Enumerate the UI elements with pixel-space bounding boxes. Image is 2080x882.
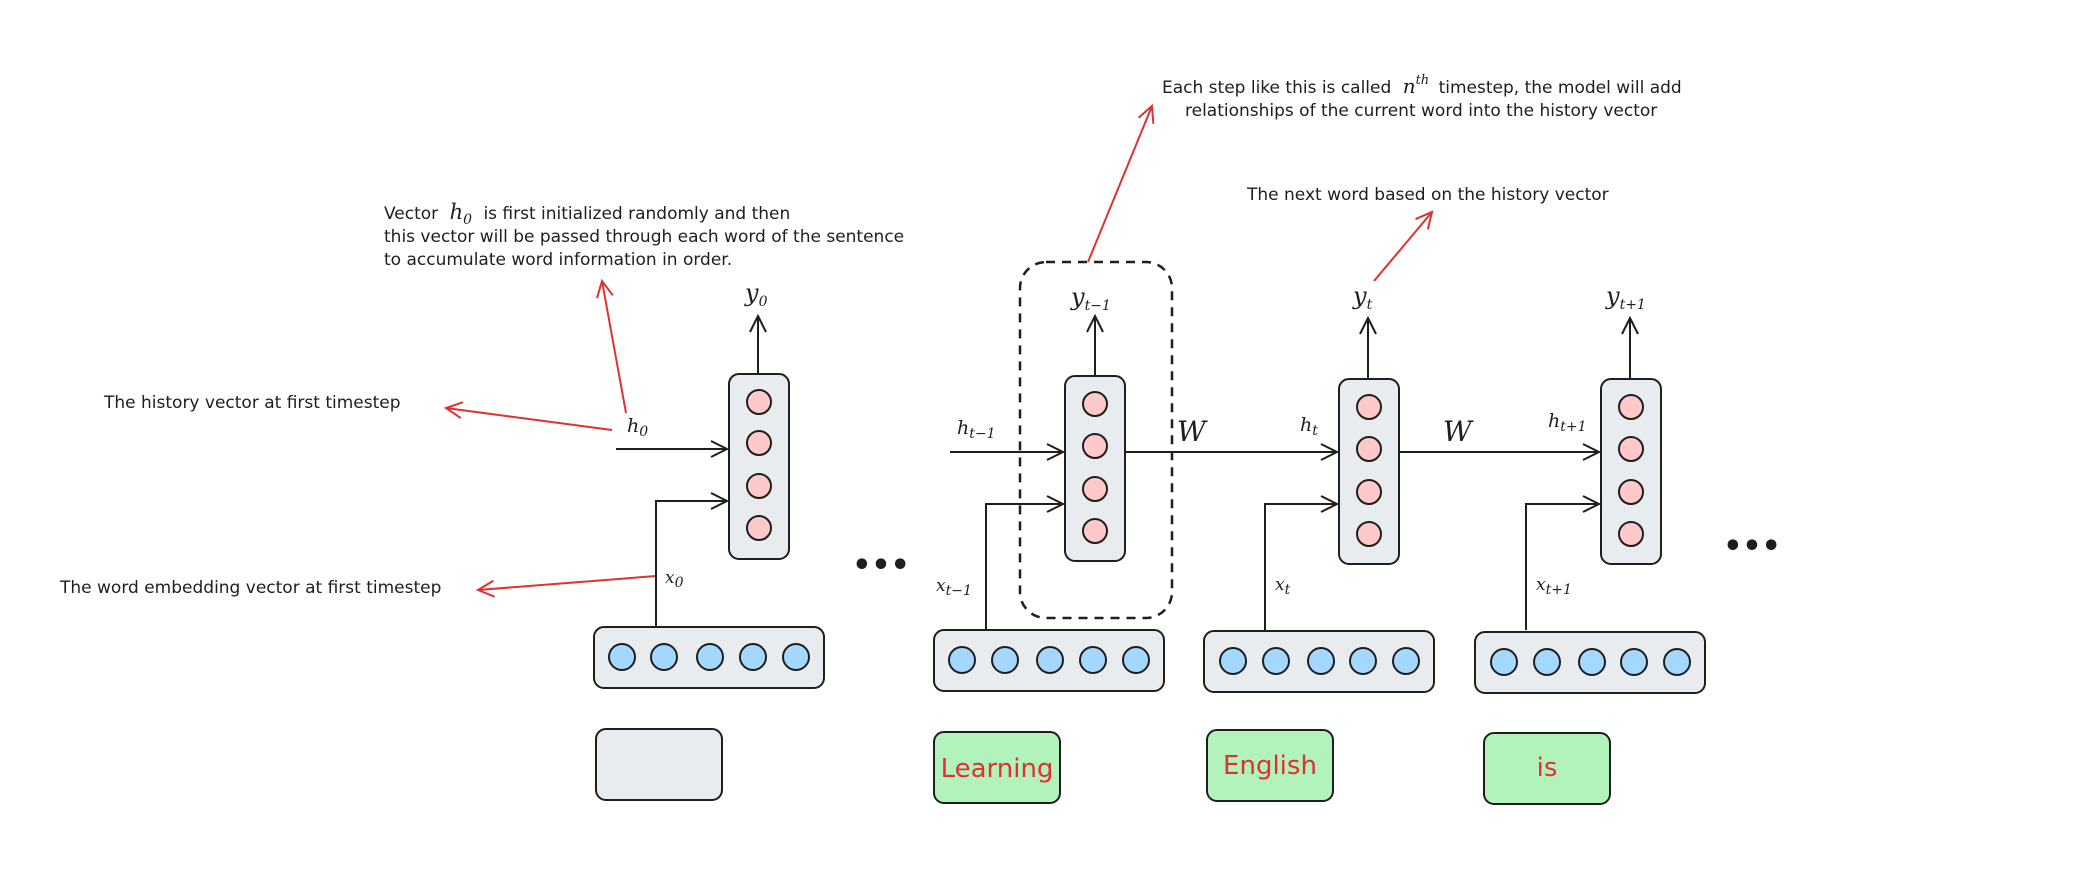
h-t-label: ht (1300, 414, 1318, 439)
y-t-minus-1-label: yt−1 (1070, 283, 1111, 314)
timestep-annotation: Each step like this is called nth timest… (1162, 69, 1682, 121)
timestep-line1-pre: Each step like this is called (1162, 78, 1391, 98)
svg-text:Each step like this is called: Each step like this is called nth timest… (1162, 69, 1682, 98)
timestep-n: n (1403, 74, 1416, 98)
word-english: English (1223, 751, 1317, 781)
ellipsis-middle: ••• (852, 548, 910, 583)
hidden-state-0 (728, 373, 790, 560)
init-line2: this vector will be passed through each … (384, 227, 904, 247)
history-arrow (446, 408, 613, 431)
annotation-arrows (446, 106, 1432, 590)
word-embedding-annotation: The word embedding vector at first times… (59, 578, 441, 598)
x-t-plus-1-label: xt+1 (1536, 575, 1572, 598)
timestep-th: th (1416, 73, 1430, 88)
ellipsis-right: ••• (1723, 529, 1781, 564)
h-t-minus-1-label: ht−1 (957, 417, 996, 442)
cell-t-minus-1: yt−1 ht−1 xt−1 Learning (933, 283, 1165, 804)
timestep-arrow (1087, 106, 1152, 263)
timestep-highlight-box (1018, 260, 1174, 620)
x-t-minus-1-label: xt−1 (936, 576, 972, 599)
y0-label: y0 (744, 279, 768, 310)
hidden-state-t-minus-1 (1064, 375, 1126, 562)
svg-text:Vector h0 is first: Vector h0 is first initialized randomly … (384, 200, 790, 229)
word-box-is (1483, 732, 1611, 805)
h0-label: h0 (627, 415, 648, 440)
word-box-learning (933, 731, 1061, 804)
hidden-state-t-plus-1 (1600, 378, 1662, 565)
x-t-plus-1-arrow (1525, 504, 1599, 630)
cell-t-plus-1: yt+1 ht+1 xt+1 is (1474, 282, 1706, 805)
init-h-sub: 0 (463, 212, 472, 228)
cell-0: y0 h0 x0 (593, 279, 825, 801)
x-t-label: xt (1275, 575, 1291, 598)
x-t-minus-1-arrow (985, 504, 1063, 630)
word-box-english (1206, 729, 1334, 802)
timestep-line1-post: timestep, the model will add (1439, 78, 1682, 98)
init-line3: to accumulate word information in order. (384, 250, 732, 270)
cell-t: yt ht xt English (1203, 282, 1435, 802)
history-vector-annotation: The history vector at first timestep (103, 393, 401, 413)
init-arrow (602, 281, 627, 414)
y-t-plus-1-label: yt+1 (1605, 282, 1646, 313)
next-word-annotation: The next word based on the history vecto… (1246, 185, 1609, 205)
embedding-arrow (478, 575, 657, 590)
w-label-1: W (1177, 415, 1208, 448)
y-t-label: yt (1352, 282, 1373, 313)
hidden-state-t (1338, 378, 1400, 565)
word-learning: Learning (941, 754, 1054, 784)
word-box-0 (595, 728, 723, 801)
h-t-plus-1-label: ht+1 (1548, 410, 1587, 435)
next-word-arrow (1373, 212, 1432, 282)
init-h: h (450, 200, 464, 224)
word-is: is (1537, 753, 1558, 783)
x-t-arrow (1264, 504, 1337, 630)
init-line1-pre: Vector (384, 204, 438, 224)
x0-arrow (655, 501, 727, 626)
init-annotation: Vector h0 is first initialized randomly … (384, 200, 904, 270)
x0-label: x0 (665, 568, 684, 591)
timestep-line2: relationships of the current word into t… (1185, 101, 1657, 121)
w-label-2: W (1443, 415, 1474, 448)
init-line1-post: is first initialized randomly and then (483, 204, 790, 224)
